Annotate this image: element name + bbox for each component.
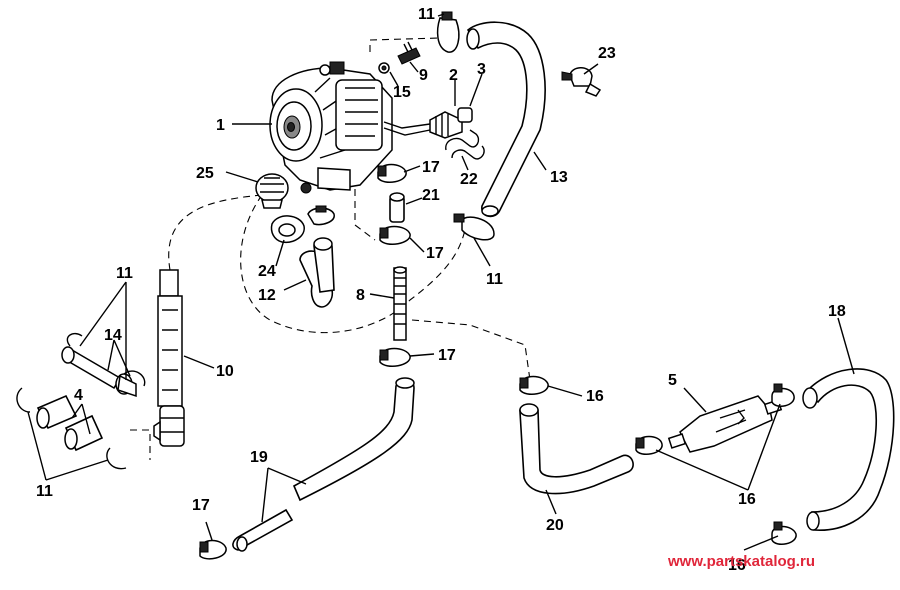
callout-3: 3 [477, 61, 486, 78]
filter-cap [255, 173, 289, 209]
dashed-route-loop [168, 194, 466, 334]
callout-10: 10 [216, 363, 234, 380]
hose-19-short [232, 508, 294, 551]
dashed-route-to-fitting16 [411, 319, 531, 381]
callout-16-mid: 16 [586, 388, 604, 405]
callout-22: 22 [460, 171, 478, 188]
dashed-route-pump-down [354, 165, 376, 241]
dashed-route-top [369, 37, 441, 52]
fuel-pump [269, 61, 431, 194]
screw [397, 41, 421, 65]
callout-17-c: 17 [438, 347, 456, 364]
callout-11-bottom: 11 [36, 483, 53, 500]
callout-11-right: 11 [486, 271, 503, 288]
callout-16-right: 16 [738, 491, 756, 508]
callout-21: 21 [422, 187, 440, 204]
callout-25: 25 [196, 165, 214, 182]
callout-23: 23 [598, 45, 616, 62]
callout-11-left: 11 [116, 265, 133, 282]
callout-13: 13 [550, 169, 568, 186]
dashed-route-clip14 [130, 429, 151, 460]
callout-5: 5 [668, 372, 677, 389]
hose-19 [292, 379, 415, 502]
hose-clamp-16-mid [519, 375, 549, 396]
hose-clamp-23 [561, 67, 602, 97]
callout-15: 15 [393, 84, 411, 101]
callout-1: 1 [216, 117, 225, 134]
hose-clamp-16-a [635, 435, 663, 456]
callout-9: 9 [419, 67, 428, 84]
fuel-filter-5 [667, 395, 783, 453]
hose-clamp-17b [379, 225, 411, 246]
hose-clamp-top [436, 11, 460, 53]
leader-lines [27, 13, 855, 551]
hose-13 [466, 21, 546, 218]
filter-tube-10 [153, 269, 185, 447]
hose-21 [389, 192, 405, 223]
callout-2: 2 [449, 67, 458, 84]
callout-4: 4 [74, 387, 83, 404]
watermark-text: www.partskatalog.ru [667, 553, 815, 570]
hose-clamp-17c [379, 347, 411, 368]
callout-16-bottom: 16 [728, 557, 746, 574]
fitting-tube-8 [393, 266, 407, 341]
callout-19: 19 [250, 449, 268, 466]
hose-20 [519, 404, 634, 495]
callout-20: 20 [546, 517, 564, 534]
hose-clamps-11-left [16, 332, 146, 470]
hose-18 [804, 368, 895, 531]
callout-24: 24 [258, 263, 276, 280]
wire-clip [445, 129, 485, 160]
callout-17-b: 17 [426, 245, 444, 262]
hose-clamp-16-b [771, 383, 795, 407]
hose-clamp-17a [377, 163, 407, 184]
hose-clamp-16-c [771, 521, 797, 546]
callout-17-a: 17 [422, 159, 440, 176]
callout-14: 14 [104, 327, 122, 344]
callout-18: 18 [828, 303, 846, 320]
callout-11-top: 11 [418, 6, 435, 23]
callout-8: 8 [356, 287, 365, 304]
pins-14 [61, 346, 137, 398]
callout-17-d: 17 [192, 497, 210, 514]
hose-clamp-11-right [453, 213, 495, 241]
fitting-assembly [429, 107, 473, 139]
fitting-24 [270, 205, 335, 244]
hose-clamp-17d [199, 539, 227, 560]
callout-12: 12 [258, 287, 276, 304]
couplers-4 [36, 394, 104, 452]
hose-12 [299, 250, 334, 308]
